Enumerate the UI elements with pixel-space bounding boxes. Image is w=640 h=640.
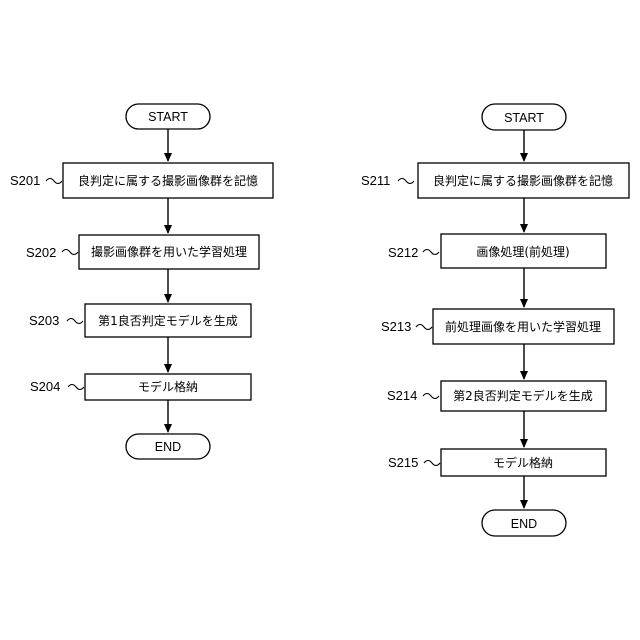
- right-start-terminal: START: [482, 104, 566, 130]
- right-s215-leader: [424, 461, 440, 466]
- left-step-s202-label: S202: [26, 245, 56, 260]
- left-step-s202: 撮影画像群を用いた学習処理 S202: [26, 235, 259, 269]
- left-step-s204-text: モデル格納: [138, 379, 198, 394]
- left-step-s203: 第1良否判定モデルを生成 S203: [29, 304, 251, 337]
- left-step-s204-label: S204: [30, 379, 60, 394]
- right-s214-leader: [423, 394, 439, 399]
- left-end-terminal: END: [126, 434, 210, 459]
- right-s213-leader: [416, 325, 432, 330]
- right-step-s212: 画像処理(前処理) S212: [388, 234, 606, 268]
- left-end-text: END: [155, 440, 181, 454]
- right-step-s211-text: 良判定に属する撮影画像群を記憶: [433, 173, 613, 188]
- right-end-text: END: [511, 517, 537, 531]
- left-s204-leader: [68, 385, 84, 390]
- left-step-s201-label: S201: [10, 173, 40, 188]
- left-step-s204: モデル格納 S204: [30, 374, 251, 400]
- left-step-s203-label: S203: [29, 313, 59, 328]
- left-start-text: START: [148, 110, 188, 124]
- right-step-s215-text: モデル格納: [493, 455, 553, 470]
- right-step-s212-text: 画像処理(前処理): [476, 244, 569, 259]
- left-s202-leader: [62, 250, 78, 255]
- right-end-terminal: END: [482, 510, 566, 536]
- right-step-s214: 第2良否判定モデルを生成 S214: [387, 381, 606, 411]
- right-step-s214-label: S214: [387, 388, 417, 403]
- left-step-s202-text: 撮影画像群を用いた学習処理: [91, 244, 247, 259]
- right-step-s214-text: 第2良否判定モデルを生成: [453, 388, 593, 403]
- right-s212-leader: [423, 250, 439, 255]
- right-step-s213-text: 前処理画像を用いた学習処理: [445, 319, 601, 334]
- left-s203-leader: [67, 319, 83, 324]
- left-step-s201-text: 良判定に属する撮影画像群を記憶: [78, 173, 258, 188]
- right-step-s211: 良判定に属する撮影画像群を記憶 S211: [361, 163, 629, 198]
- right-step-s215-label: S215: [388, 455, 418, 470]
- left-s201-leader: [46, 179, 62, 184]
- right-step-s211-label: S211: [361, 173, 390, 188]
- right-step-s212-label: S212: [388, 245, 418, 260]
- right-s211-leader: [398, 179, 414, 184]
- right-step-s213-label: S213: [381, 319, 411, 334]
- right-step-s213: 前処理画像を用いた学習処理 S213: [381, 309, 614, 344]
- right-flowchart: START 良判定に属する撮影画像群を記憶 S211 画像処理(前処理) S21…: [361, 104, 629, 536]
- right-step-s215: モデル格納 S215: [388, 449, 606, 476]
- left-step-s201: 良判定に属する撮影画像群を記憶 S201: [10, 163, 273, 198]
- left-start-terminal: START: [126, 104, 210, 129]
- left-flowchart: START 良判定に属する撮影画像群を記憶 S201 撮影画像群を用いた学習処理…: [10, 104, 273, 459]
- right-start-text: START: [504, 111, 544, 125]
- left-step-s203-text: 第1良否判定モデルを生成: [98, 313, 238, 328]
